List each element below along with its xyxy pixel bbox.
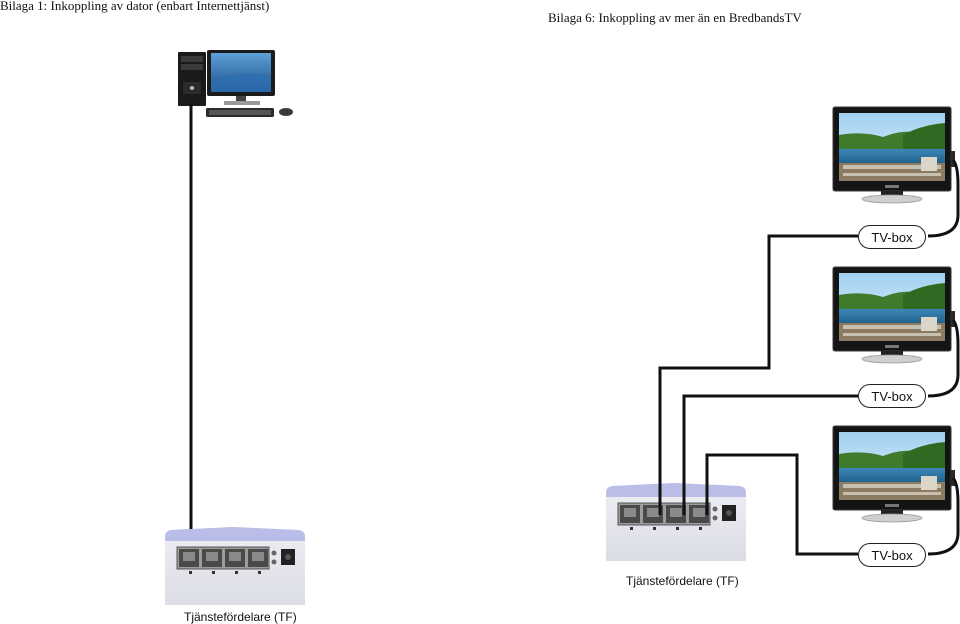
ethernet-cable [682, 394, 858, 515]
tf-label-left: Tjänstefördelare (TF) [184, 610, 297, 624]
desktop-computer-icon [178, 50, 293, 117]
caption-bilaga-1: Bilaga 1: Inkoppling av dator (enbart In… [0, 0, 270, 13]
ethernet-cable [658, 234, 858, 515]
tv-cable [927, 318, 960, 398]
tv-cable [927, 158, 960, 238]
flat-tv-icon [832, 106, 956, 204]
flat-tv-icon [832, 425, 956, 523]
tv-box: TV-box [858, 384, 926, 408]
network-switch-icon [605, 482, 747, 562]
flat-tv-icon [832, 266, 956, 364]
tv-box: TV-box [858, 543, 926, 567]
tv-box: TV-box [858, 225, 926, 249]
tv-cable [927, 476, 960, 556]
network-switch-icon [164, 526, 306, 606]
ethernet-cable [705, 453, 858, 556]
caption-bilaga-6: Bilaga 6: Inkoppling av mer än en Bredba… [548, 10, 802, 25]
tf-label-right: Tjänstefördelare (TF) [626, 574, 739, 588]
